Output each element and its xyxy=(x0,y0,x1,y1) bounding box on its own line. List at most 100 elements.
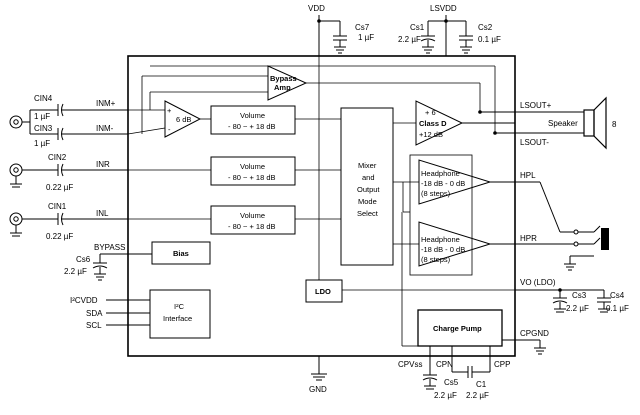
input-inl: CIN1 0.22 µF INL xyxy=(9,202,128,241)
lsout-minus-label: LSOUT- xyxy=(520,138,549,147)
cin4-label: CIN4 xyxy=(34,94,53,103)
scl-label: SCL xyxy=(86,321,102,330)
class-d-amp: + 6 Class D +12 dB xyxy=(415,100,464,146)
inm-minus-label: INM- xyxy=(96,124,114,133)
volume-block-3: Volume - 80 ~ + 18 dB xyxy=(210,205,296,235)
speaker-icon xyxy=(583,109,595,137)
preamp-gain-label: 6 dB xyxy=(176,115,191,124)
mixer-label-5: Select xyxy=(357,209,379,218)
mixer-label-1: Mixer xyxy=(358,161,377,170)
bypass-amp: Bypass Amp xyxy=(267,65,308,101)
cin3-value: 1 µF xyxy=(34,139,50,148)
bypass-amp-label-2: Amp xyxy=(274,83,291,92)
cin1-value: 0.22 µF xyxy=(46,232,73,241)
cpvss-label: CPVss xyxy=(398,360,422,369)
speaker-label: Speaker xyxy=(548,119,578,128)
vo-ldo-label: VO (LDO) xyxy=(520,278,556,287)
hp2-label-2: -18 dB - 0 dB xyxy=(421,245,465,254)
bias-label: Bias xyxy=(173,249,189,258)
i2c-block: I²C Interface xyxy=(149,289,211,339)
i2c-label-1: I²C xyxy=(174,302,185,311)
hp2-label-1: Headphone xyxy=(421,235,460,244)
bias-block: Bias xyxy=(151,241,211,265)
charge-pump-label: Charge Pump xyxy=(433,324,482,333)
sda-label: SDA xyxy=(86,309,103,318)
cs2-value: 0.1 µF xyxy=(478,35,501,44)
hpl-label: HPL xyxy=(520,171,536,180)
cs1-value: 2.2 µF xyxy=(398,35,421,44)
cs2-label: Cs2 xyxy=(478,23,493,32)
gnd-pin: GND xyxy=(309,356,327,394)
cs4-label: Cs4 xyxy=(610,291,625,300)
classd-label-3: +12 dB xyxy=(419,130,443,139)
cs7-value: 1 µF xyxy=(358,33,374,42)
chip-outline xyxy=(127,55,516,357)
cs4-value: 0.1 µF xyxy=(606,304,629,313)
hpr-label: HPR xyxy=(520,234,537,243)
input-inm: CIN4 1 µF CIN3 1 µF INM+ INM- xyxy=(9,94,128,148)
cpn-label: CPN xyxy=(436,360,453,369)
hp1-label-1: Headphone xyxy=(421,169,460,178)
inr-label: INR xyxy=(96,160,110,169)
ldo-label: LDO xyxy=(315,287,331,296)
cs6-label: Cs6 xyxy=(76,255,91,264)
mixer-block: Mixer and Output Mode Select xyxy=(340,107,394,266)
classd-label-2: Class D xyxy=(419,119,447,128)
lsvdd-supply: LSVDD Cs1 2.2 µF Cs2 0.1 µF xyxy=(398,4,501,56)
charge-pump-pins: CPVss CPN CPP C1 2.2 µF Cs5 2.2 µF xyxy=(398,346,510,400)
charge-pump-block: Charge Pump xyxy=(417,309,503,347)
cs5-label: Cs5 xyxy=(444,378,459,387)
speaker-output: LSOUT+ LSOUT- Speaker 8 xyxy=(462,96,617,150)
headphone-group-box xyxy=(409,154,473,276)
input-inr: CIN2 0.22 µF INR xyxy=(9,153,128,192)
cs5-value: 2.2 µF xyxy=(434,391,457,400)
vol1-label-2: - 80 ~ + 18 dB xyxy=(228,122,276,131)
ldo-block: LDO xyxy=(305,279,343,303)
headphone-amp-1: Headphone -18 dB - 0 dB (8 steps) xyxy=(418,159,492,205)
input-i2c: I²CVDD SDA SCL xyxy=(70,296,150,330)
cin2-label: CIN2 xyxy=(48,153,67,162)
vol1-label-1: Volume xyxy=(240,111,265,120)
vol3-label-2: - 80 ~ + 18 dB xyxy=(228,222,276,231)
cpgnd-label: CPGND xyxy=(520,329,549,338)
c1-label: C1 xyxy=(476,380,487,389)
cs1-label: Cs1 xyxy=(410,23,425,32)
speaker-ohms: 8 xyxy=(612,120,617,129)
vol3-label-1: Volume xyxy=(240,211,265,220)
gnd-label: GND xyxy=(309,385,327,394)
internal-wiring xyxy=(127,56,515,347)
svg-text:-: - xyxy=(168,125,171,134)
headphone-jack-icon xyxy=(601,228,609,250)
vol2-label-2: - 80 ~ + 18 dB xyxy=(228,173,276,182)
vol2-label-1: Volume xyxy=(240,162,265,171)
headphone-amp-2: Headphone -18 dB - 0 dB (8 steps) xyxy=(418,221,492,267)
bypass-amp-label-1: Bypass xyxy=(270,74,297,83)
i2cvdd-label: I²CVDD xyxy=(70,296,98,305)
cs3-label: Cs3 xyxy=(572,291,587,300)
cs3-value: 2.2 µF xyxy=(566,304,589,313)
cs7-label: Cs7 xyxy=(355,23,370,32)
svg-text:+: + xyxy=(167,106,172,115)
lsvdd-label: LSVDD xyxy=(430,4,457,13)
volume-block-1: Volume - 80 ~ + 18 dB xyxy=(210,105,296,135)
cin2-value: 0.22 µF xyxy=(46,183,73,192)
cpgnd-output: CPGND xyxy=(502,329,549,355)
mixer-label-3: Output xyxy=(357,185,380,194)
cin4-value: 1 µF xyxy=(34,112,50,121)
cin3-label: CIN3 xyxy=(34,124,53,133)
headphone-outputs: HPL HPR xyxy=(490,171,609,271)
bypass-label: BYPASS xyxy=(94,243,125,252)
cin1-label: CIN1 xyxy=(48,202,67,211)
inm-plus-label: INM+ xyxy=(96,99,116,108)
volume-block-2: Volume - 80 ~ + 18 dB xyxy=(210,156,296,186)
inl-label: INL xyxy=(96,209,109,218)
mixer-label-4: Mode xyxy=(358,197,377,206)
classd-label-1: + 6 xyxy=(425,108,436,117)
input-bypass: BYPASS Cs6 2.2 µF xyxy=(64,243,152,281)
hp1-label-2: -18 dB - 0 dB xyxy=(421,179,465,188)
vo-ldo-output: VO (LDO) Cs3 2.2 µF Cs4 0.1 µF xyxy=(515,278,629,313)
i2c-label-2: Interface xyxy=(163,314,192,323)
cs6-value: 2.2 µF xyxy=(64,267,87,276)
preamp-6db: 6 dB + - xyxy=(164,100,202,138)
